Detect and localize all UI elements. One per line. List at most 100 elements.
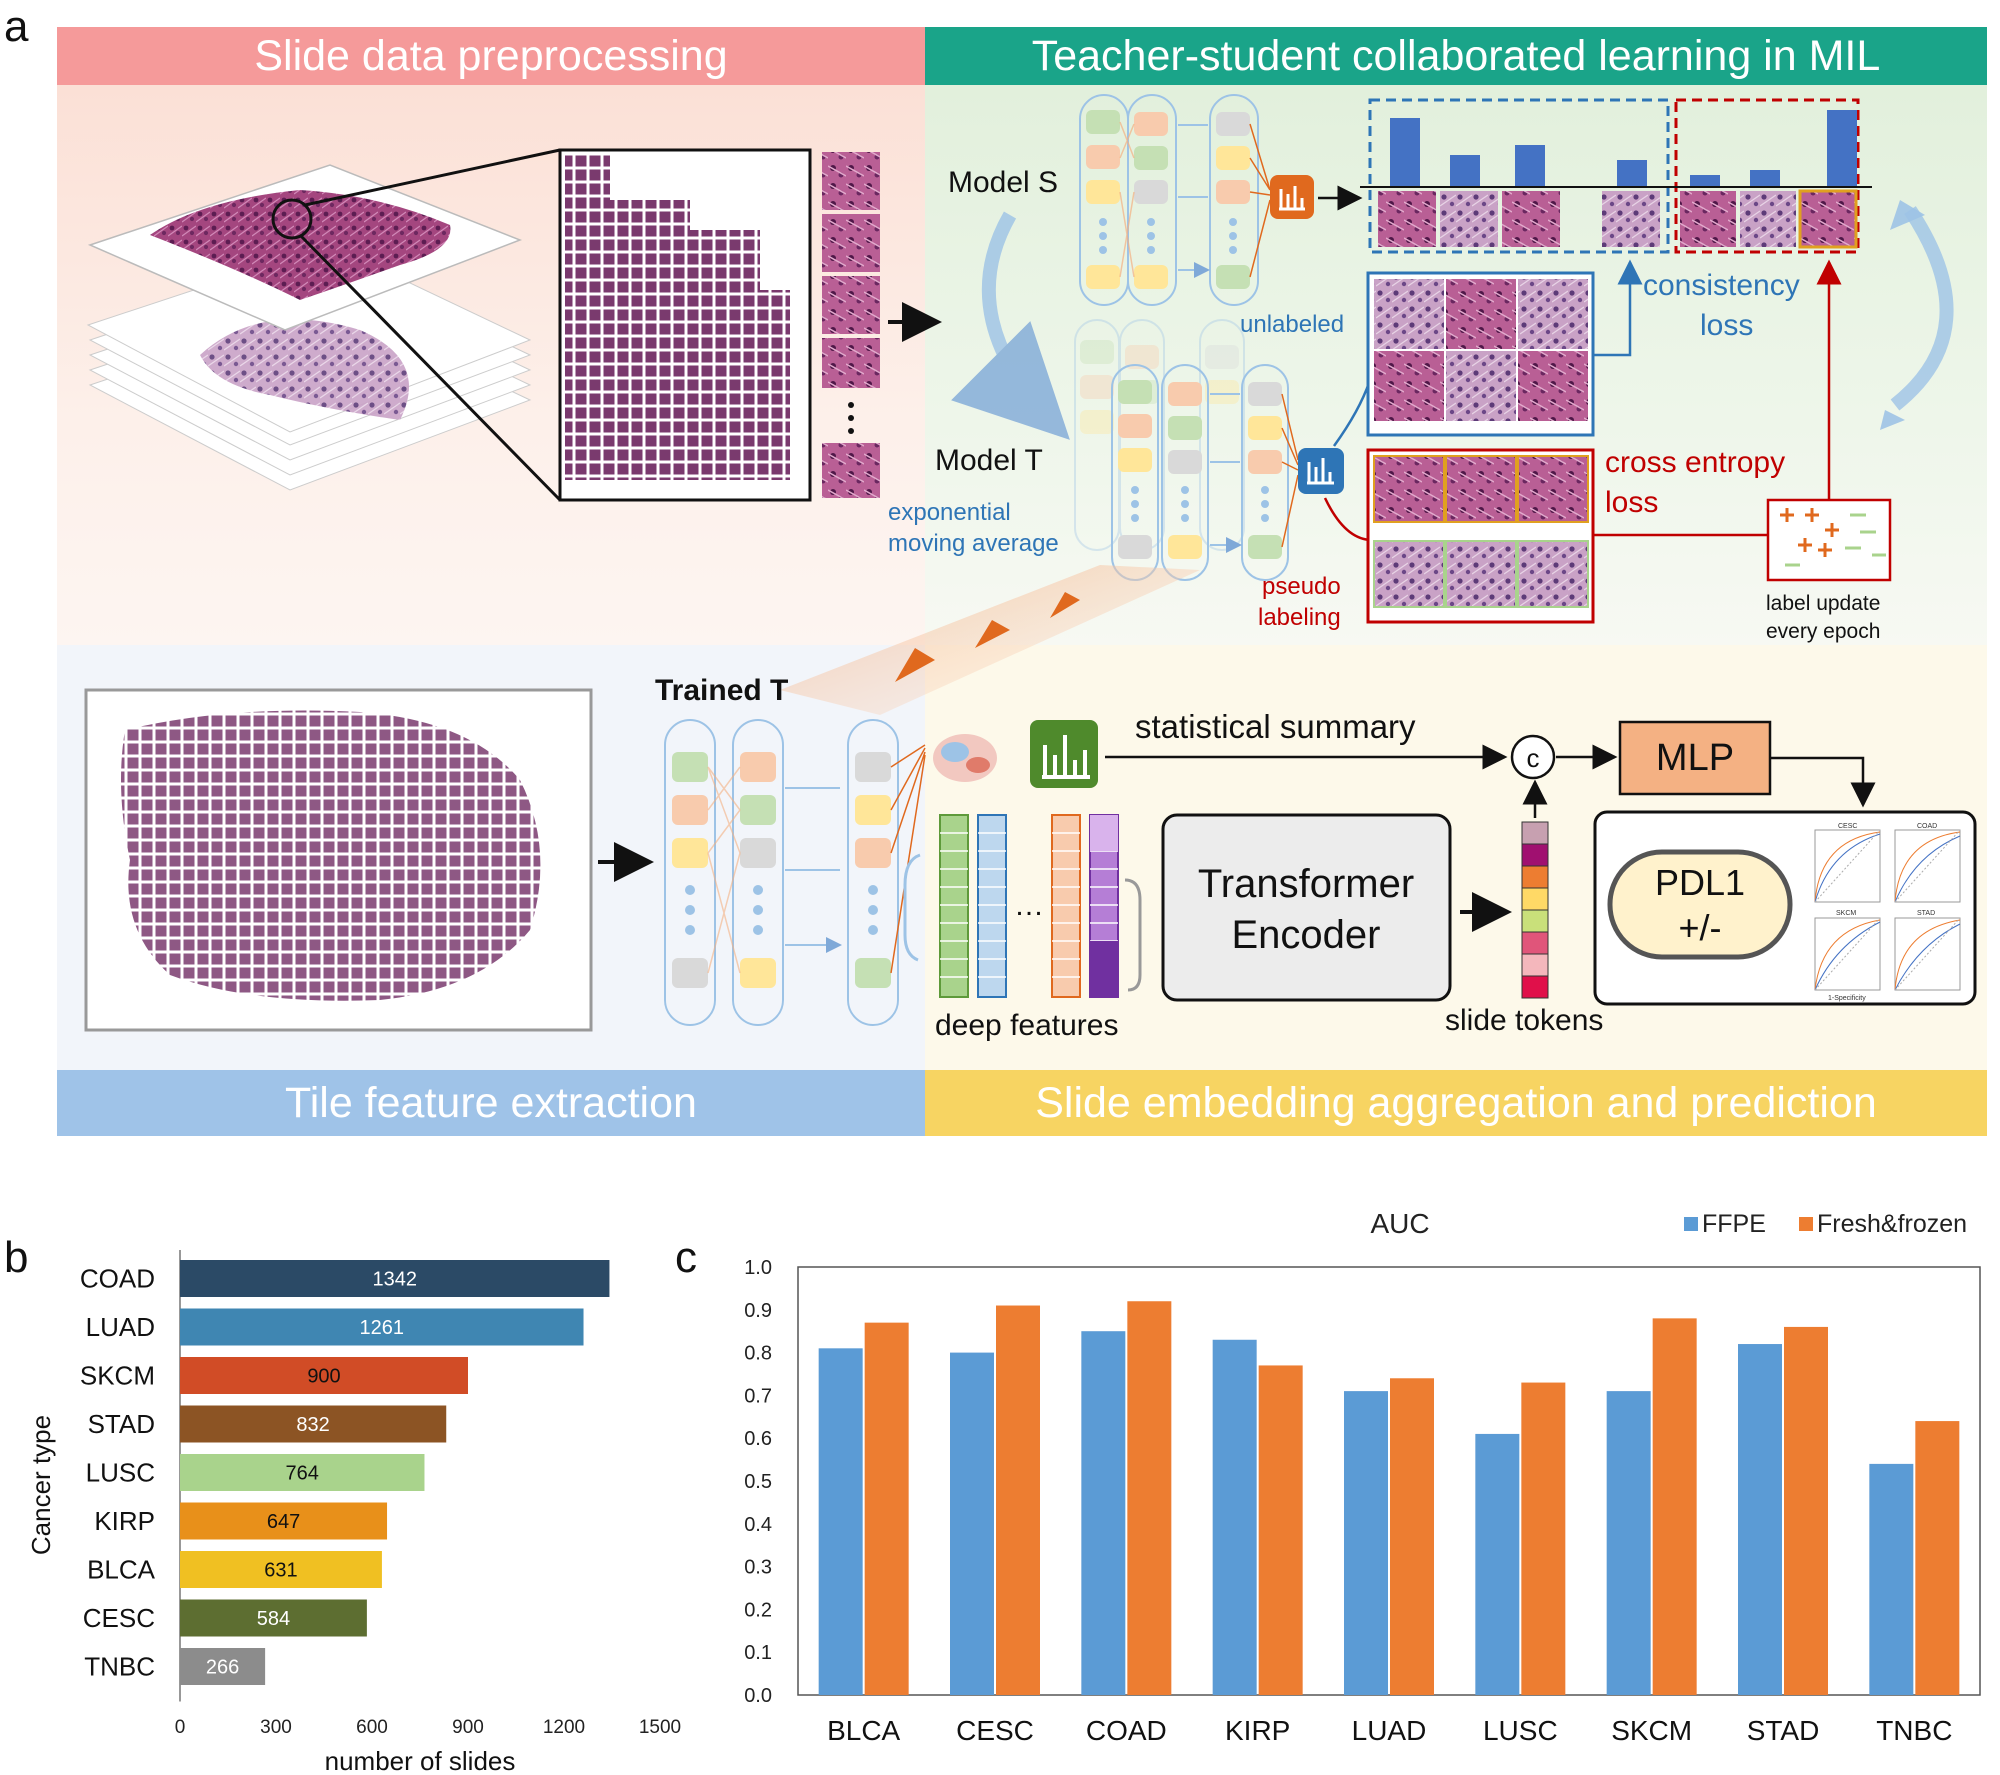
- cross-entropy-label-1: cross entropy: [1605, 446, 1785, 479]
- legend-swatch-ffpe: [1684, 1217, 1698, 1231]
- bar-blca: [180, 1551, 382, 1588]
- pdl1-label-2: +/-: [1678, 907, 1721, 948]
- cross-entropy-label-2: loss: [1605, 486, 1658, 519]
- transformer-encoder-box: [1161, 813, 1452, 1002]
- trained-t-label: Trained T: [655, 674, 788, 707]
- panel-letter-a: a: [4, 2, 29, 51]
- slide-stack: [86, 148, 562, 502]
- x-axis-title: number of slides: [325, 1746, 516, 1775]
- y-tick-label: 0.2: [744, 1599, 772, 1621]
- pseudo-label-2: labeling: [1258, 604, 1341, 631]
- bar-cesc: [180, 1599, 367, 1637]
- bar-coad: [180, 1260, 610, 1297]
- data-label: 1261: [360, 1317, 405, 1339]
- data-label: 764: [286, 1463, 319, 1485]
- x-tick-label: 900: [452, 1717, 484, 1738]
- bar-stad-ffpe: [1738, 1344, 1782, 1695]
- consistency-loss-label-2: loss: [1700, 309, 1753, 342]
- label-update-text-1: label update: [1766, 592, 1880, 615]
- plot-frame: [797, 1266, 1981, 1696]
- x-tick-label: BLCA: [827, 1715, 900, 1746]
- banner-teacher-student: Teacher-student collaborated learning in…: [925, 27, 1987, 85]
- concat-node: [1510, 734, 1556, 780]
- data-label: 631: [264, 1560, 297, 1582]
- banner-slide-embedding: Slide embedding aggregation and predicti…: [925, 1070, 1987, 1136]
- x-tick-label: 300: [260, 1717, 292, 1738]
- features-ellipsis: …: [1014, 889, 1044, 922]
- category-label: LUAD: [86, 1312, 155, 1342]
- bar-lusc-fresh-frozen: [1521, 1382, 1566, 1695]
- y-tick-label: 0.6: [744, 1428, 772, 1450]
- trained-t-network: [664, 719, 926, 1026]
- bar-tnbc-ffpe: [1869, 1463, 1914, 1695]
- sampled-tiles-column: [822, 152, 880, 498]
- category-label: TNBC: [84, 1652, 155, 1682]
- x-tick-label: 1200: [543, 1717, 585, 1738]
- model-s-network: [1079, 94, 1363, 306]
- y-tick-label: 0.9: [744, 1300, 772, 1322]
- deep-feature-columns: [939, 814, 1119, 998]
- y-tick-label: 0.7: [744, 1385, 772, 1407]
- pdl1-pill: [1607, 849, 1793, 960]
- data-label: 832: [296, 1414, 329, 1436]
- x-tick-label: LUAD: [1352, 1715, 1427, 1746]
- deep-features-label: deep features: [935, 1009, 1118, 1042]
- unlabeled-label: unlabeled: [1240, 311, 1344, 338]
- pseudo-label-1: pseudo: [1262, 573, 1341, 600]
- bar-tnbc-fresh-frozen: [1915, 1421, 1960, 1695]
- x-tick-label: CESC: [956, 1715, 1034, 1746]
- bar-kirp-ffpe: [1212, 1339, 1257, 1695]
- slide-tokens: [1521, 821, 1549, 999]
- mini-roc-title-1: CESC: [1838, 823, 1857, 830]
- x-tick-label: 1500: [639, 1717, 681, 1738]
- transformer-label-1: Transformer: [1198, 862, 1414, 906]
- s-to-t-arrow: [951, 211, 1070, 440]
- x-tick-label: TNBC: [1876, 1715, 1952, 1746]
- prediction-bars: [1360, 98, 1872, 254]
- y-tick-label: 1.0: [744, 1257, 772, 1279]
- x-tick-label: KIRP: [1225, 1715, 1290, 1746]
- mini-roc-title-3: SKCM: [1836, 910, 1856, 917]
- banner-tile-feature-extraction: Tile feature extraction: [57, 1070, 925, 1136]
- x-tick-label: 600: [356, 1717, 388, 1738]
- ema-label-1: exponential: [888, 499, 1011, 526]
- bar-luad-ffpe: [1344, 1391, 1388, 1695]
- category-label: STAD: [88, 1409, 155, 1439]
- category-label: COAD: [80, 1264, 155, 1294]
- data-label: 584: [257, 1608, 290, 1630]
- bar-lusc-ffpe: [1475, 1433, 1520, 1695]
- pdl1-label-1: PDL1: [1655, 862, 1745, 903]
- mini-roc-title-4: STAD: [1917, 910, 1935, 917]
- bar-blca-fresh-frozen: [864, 1322, 909, 1695]
- bar-kirp: [180, 1502, 388, 1540]
- model-s-label: Model S: [948, 166, 1058, 199]
- model-t-output-icon: [1298, 448, 1344, 494]
- transformer-label-2: Encoder: [1232, 913, 1381, 957]
- y-tick-label: 0.4: [744, 1514, 772, 1536]
- consistency-loss-label-1: consistency: [1643, 269, 1800, 302]
- y-tick-label: 0.1: [744, 1642, 772, 1664]
- mini-roc-xlabel: 1-Specificity: [1828, 995, 1866, 1002]
- data-label: 1342: [372, 1269, 417, 1291]
- bar-lusc: [180, 1454, 425, 1491]
- category-label: KIRP: [94, 1506, 155, 1536]
- x-tick-label: STAD: [1747, 1715, 1820, 1746]
- legend-swatch-fresh-frozen: [1799, 1217, 1813, 1231]
- y-axis-title: Cancer type: [26, 1415, 56, 1555]
- bar-luad-fresh-frozen: [1390, 1378, 1434, 1695]
- bar-tnbc: [180, 1648, 266, 1685]
- model-t-network: [1074, 319, 1373, 581]
- bar-coad-ffpe: [1081, 1331, 1126, 1695]
- chart-title: AUC: [1370, 1208, 1429, 1239]
- label-update-text-2: every epoch: [1766, 620, 1880, 643]
- category-label: SKCM: [80, 1361, 155, 1391]
- legend-label-ffpe: FFPE: [1702, 1210, 1766, 1238]
- panel-letter-b: b: [4, 1233, 29, 1282]
- bar-skcm-ffpe: [1606, 1391, 1651, 1695]
- ema-label-2: moving average: [888, 530, 1059, 557]
- y-tick-label: 0.5: [744, 1471, 772, 1493]
- bar-kirp-fresh-frozen: [1258, 1365, 1303, 1695]
- slide-tokens-label: slide tokens: [1445, 1004, 1603, 1037]
